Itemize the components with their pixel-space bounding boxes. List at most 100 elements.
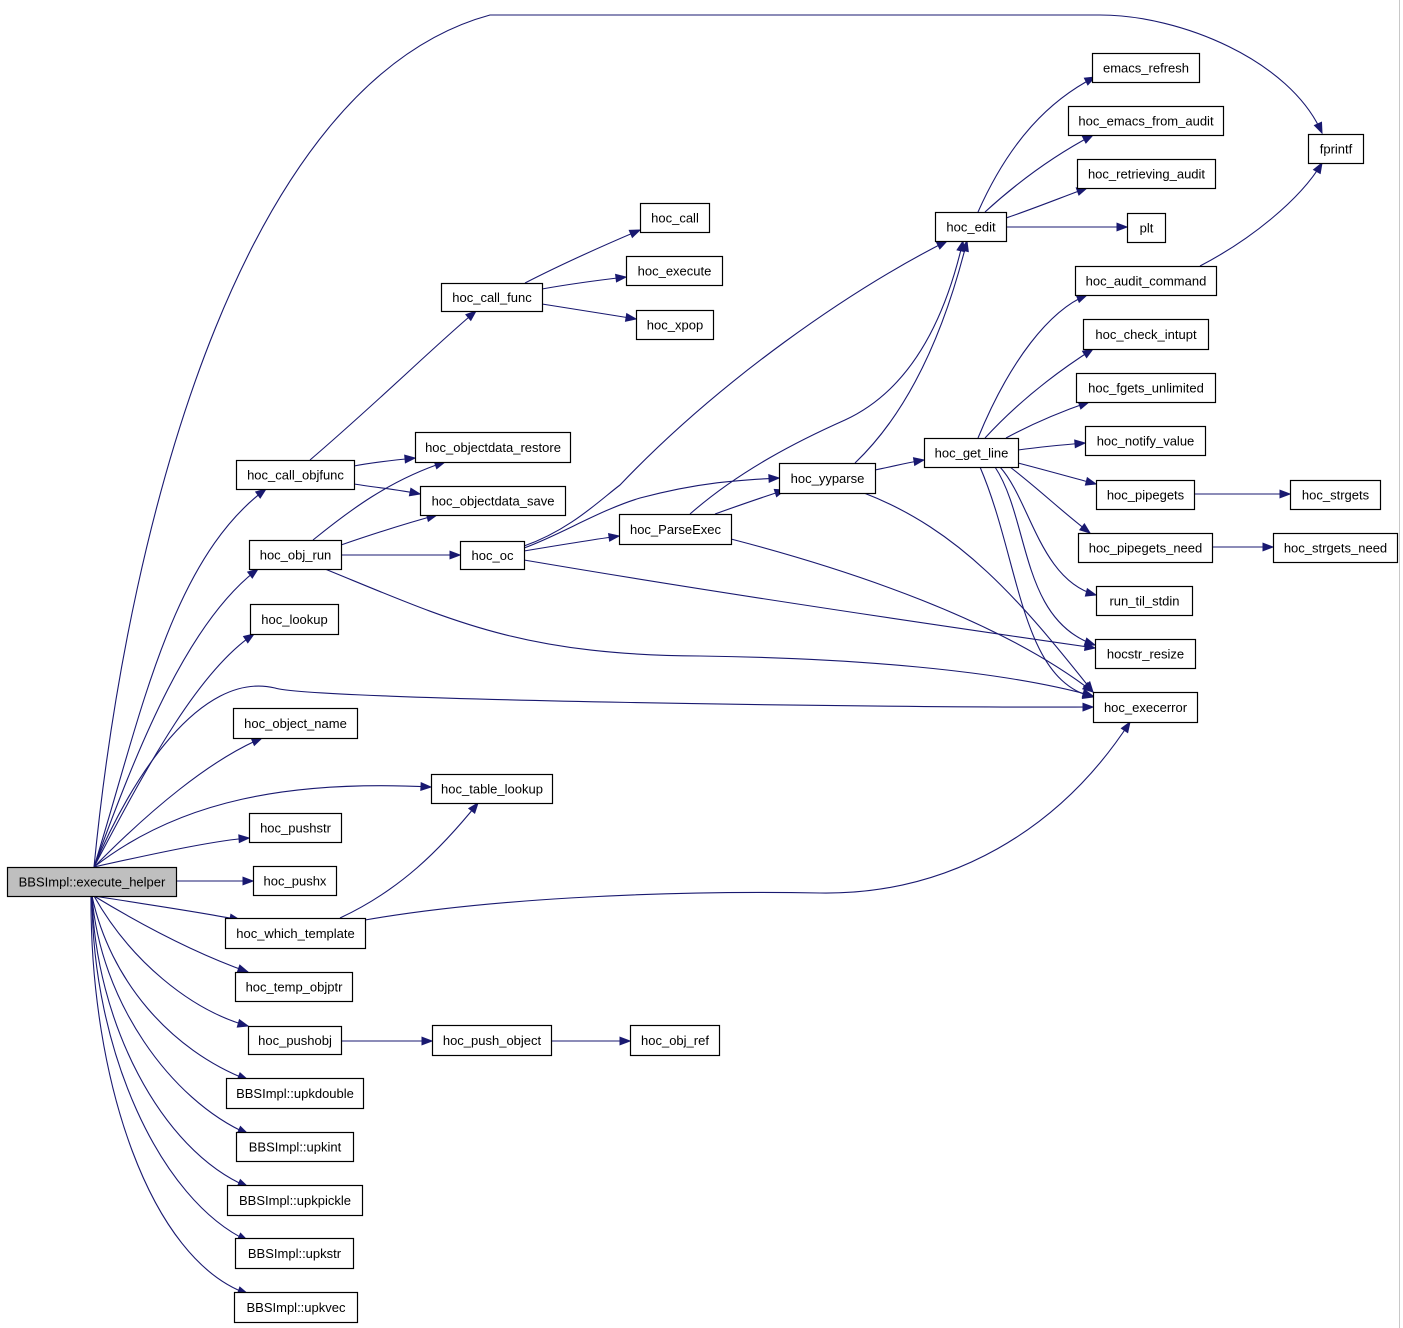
node-box[interactable] bbox=[459, 540, 526, 571]
node-box[interactable] bbox=[419, 485, 567, 517]
node-box[interactable] bbox=[1289, 479, 1382, 511]
node-box[interactable] bbox=[1084, 425, 1207, 457]
node-notify-value[interactable]: hoc_notify_value bbox=[1084, 425, 1207, 457]
edge-line bbox=[979, 466, 1094, 698]
node-call[interactable]: hoc_call bbox=[639, 202, 711, 234]
node-box[interactable] bbox=[225, 1077, 365, 1110]
edge-oc-to-parseexec bbox=[523, 532, 621, 552]
node-audit-command[interactable]: hoc_audit_command bbox=[1074, 265, 1218, 297]
node-box[interactable] bbox=[1074, 265, 1218, 297]
node-edit[interactable]: hoc_edit bbox=[934, 211, 1008, 243]
node-box[interactable] bbox=[235, 1131, 355, 1163]
node-parseexec[interactable]: hoc_ParseExec bbox=[618, 513, 733, 546]
node-obj-ref[interactable]: hoc_obj_ref bbox=[629, 1024, 721, 1057]
node-pipegets-need[interactable]: hoc_pipegets_need bbox=[1077, 532, 1214, 564]
node-pushx[interactable]: hoc_pushx bbox=[252, 865, 338, 897]
node-box[interactable] bbox=[235, 459, 356, 491]
node-yyparse[interactable]: hoc_yyparse bbox=[778, 462, 877, 495]
node-box[interactable] bbox=[635, 309, 715, 341]
node-box[interactable] bbox=[629, 1024, 721, 1057]
node-box[interactable] bbox=[778, 462, 877, 495]
node-upkdouble[interactable]: BBSImpl::upkdouble bbox=[225, 1077, 365, 1110]
node-pushobj[interactable]: hoc_pushobj bbox=[247, 1025, 343, 1056]
node-box[interactable] bbox=[1092, 691, 1199, 724]
arrow-head-icon bbox=[768, 474, 781, 484]
node-od-restore[interactable]: hoc_objectdata_restore bbox=[414, 431, 572, 464]
arrow-head-icon bbox=[408, 487, 422, 497]
node-upkpickle[interactable]: BBSImpl::upkpickle bbox=[226, 1184, 364, 1217]
node-emacs-refresh[interactable]: emacs_refresh bbox=[1091, 52, 1201, 84]
node-lookup[interactable]: hoc_lookup bbox=[249, 603, 340, 636]
node-box[interactable] bbox=[6, 866, 178, 898]
node-box[interactable] bbox=[1126, 212, 1167, 244]
node-call-objfunc[interactable]: hoc_call_objfunc bbox=[235, 459, 356, 491]
node-box[interactable] bbox=[440, 282, 544, 313]
node-upkvec[interactable]: BBSImpl::upkvec bbox=[233, 1291, 359, 1324]
node-box[interactable] bbox=[1095, 479, 1196, 511]
edge-line bbox=[93, 737, 263, 868]
node-oc[interactable]: hoc_oc bbox=[459, 540, 526, 571]
node-box[interactable] bbox=[234, 971, 354, 1003]
node-box[interactable] bbox=[1077, 532, 1214, 564]
node-strgets-need[interactable]: hoc_strgets_need bbox=[1272, 532, 1399, 564]
node-box[interactable] bbox=[639, 202, 711, 234]
node-root[interactable]: BBSImpl::execute_helper bbox=[6, 866, 178, 898]
node-get-line[interactable]: hoc_get_line bbox=[923, 437, 1020, 469]
node-table-lookup[interactable]: hoc_table_lookup bbox=[430, 773, 554, 805]
node-plt[interactable]: plt bbox=[1126, 212, 1167, 244]
node-box[interactable] bbox=[1307, 133, 1365, 165]
node-box[interactable] bbox=[1272, 532, 1399, 564]
edge-get-line-to-pipegets-need bbox=[1009, 466, 1092, 534]
node-execute[interactable]: hoc_execute bbox=[625, 255, 724, 287]
edge-line bbox=[364, 721, 1131, 921]
node-box[interactable] bbox=[1095, 585, 1194, 617]
node-box[interactable] bbox=[226, 1184, 364, 1217]
node-retrieving-audit[interactable]: hoc_retrieving_audit bbox=[1076, 158, 1217, 190]
node-box[interactable] bbox=[431, 1024, 553, 1057]
node-box[interactable] bbox=[1094, 638, 1197, 670]
node-box[interactable] bbox=[234, 1237, 355, 1270]
node-which-template[interactable]: hoc_which_template bbox=[224, 917, 367, 950]
node-fgets-unlimited[interactable]: hoc_fgets_unlimited bbox=[1075, 372, 1217, 404]
node-box[interactable] bbox=[1067, 105, 1225, 137]
node-obj-run[interactable]: hoc_obj_run bbox=[248, 539, 343, 571]
node-box[interactable] bbox=[923, 437, 1020, 469]
node-box[interactable] bbox=[224, 917, 367, 950]
node-object-name[interactable]: hoc_object_name bbox=[232, 707, 359, 740]
node-upkstr[interactable]: BBSImpl::upkstr bbox=[234, 1237, 355, 1270]
arrow-head-icon bbox=[236, 964, 250, 973]
node-strgets[interactable]: hoc_strgets bbox=[1289, 479, 1382, 511]
node-box[interactable] bbox=[248, 812, 343, 844]
node-box[interactable] bbox=[1076, 158, 1217, 190]
node-box[interactable] bbox=[249, 603, 340, 636]
node-run-til-stdin[interactable]: run_til_stdin bbox=[1095, 585, 1194, 617]
node-xpop[interactable]: hoc_xpop bbox=[635, 309, 715, 341]
node-execerror[interactable]: hoc_execerror bbox=[1092, 691, 1199, 724]
node-box[interactable] bbox=[430, 773, 554, 805]
node-hocstr-resize[interactable]: hocstr_resize bbox=[1094, 638, 1197, 670]
node-pushstr[interactable]: hoc_pushstr bbox=[248, 812, 343, 844]
node-box[interactable] bbox=[232, 707, 359, 740]
node-upkint[interactable]: BBSImpl::upkint bbox=[235, 1131, 355, 1163]
node-label: hoc_object_name bbox=[244, 716, 347, 731]
node-box[interactable] bbox=[618, 513, 733, 546]
node-box[interactable] bbox=[1075, 372, 1217, 404]
node-box[interactable] bbox=[934, 211, 1008, 243]
node-call-func[interactable]: hoc_call_func bbox=[440, 282, 544, 313]
node-box[interactable] bbox=[625, 255, 724, 287]
edge-line bbox=[1199, 162, 1323, 267]
node-box[interactable] bbox=[414, 431, 572, 464]
node-box[interactable] bbox=[248, 539, 343, 571]
node-od-save[interactable]: hoc_objectdata_save bbox=[419, 485, 567, 517]
node-box[interactable] bbox=[247, 1025, 343, 1056]
node-emacs-from-audit[interactable]: hoc_emacs_from_audit bbox=[1067, 105, 1225, 137]
node-check-intupt[interactable]: hoc_check_intupt bbox=[1082, 318, 1210, 351]
node-fprintf[interactable]: fprintf bbox=[1307, 133, 1365, 165]
node-pipegets[interactable]: hoc_pipegets bbox=[1095, 479, 1196, 511]
node-box[interactable] bbox=[1082, 318, 1210, 351]
node-box[interactable] bbox=[252, 865, 338, 897]
node-box[interactable] bbox=[233, 1291, 359, 1324]
node-box[interactable] bbox=[1091, 52, 1201, 84]
node-temp-objptr[interactable]: hoc_temp_objptr bbox=[234, 971, 354, 1003]
node-push-object[interactable]: hoc_push_object bbox=[431, 1024, 553, 1057]
